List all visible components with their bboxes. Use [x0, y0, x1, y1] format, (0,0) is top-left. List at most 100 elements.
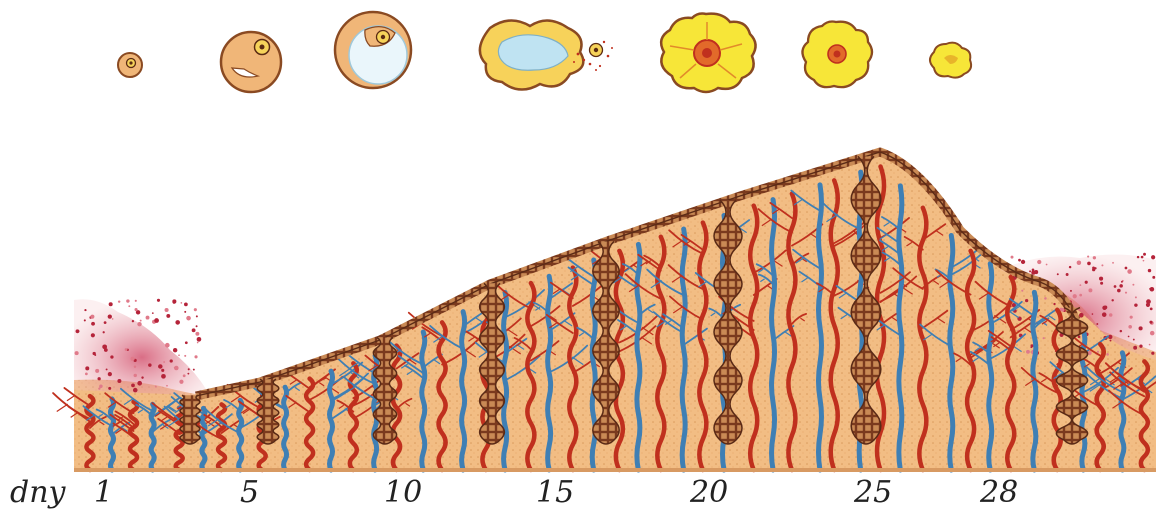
blood-dot	[1085, 281, 1088, 284]
blood-dot	[77, 330, 79, 332]
blood-dot	[184, 311, 186, 313]
blood-dot	[133, 388, 138, 393]
blood-dot	[104, 321, 107, 324]
blood-dot	[1021, 260, 1025, 264]
blood-dot	[1102, 312, 1107, 317]
blood-dot	[1135, 296, 1137, 298]
blood-dot	[85, 373, 88, 376]
blood-dot	[137, 381, 142, 386]
blood-dot	[1130, 316, 1133, 319]
day-tick-label: 5	[240, 478, 259, 508]
blood-dot	[102, 344, 107, 349]
blood-dot	[1079, 294, 1082, 297]
basal-layer	[74, 468, 1156, 472]
blood-dot	[1132, 284, 1134, 286]
blood-dot	[1119, 284, 1123, 288]
day-tick-label: 20	[690, 478, 728, 508]
day-tick-label: 10	[384, 478, 422, 508]
blood-dot	[166, 314, 170, 318]
blood-dot	[110, 355, 113, 358]
blood-dot	[1079, 284, 1081, 286]
blood-dot	[1021, 290, 1023, 292]
blood-dot	[1127, 269, 1132, 274]
blood-dot	[1073, 294, 1077, 298]
blood-dot	[197, 337, 202, 342]
blood-dot	[84, 319, 86, 321]
blood-dot	[1133, 346, 1137, 350]
blood-dot	[1037, 260, 1041, 264]
blood-dot	[178, 354, 180, 356]
blood-dot	[197, 342, 199, 344]
blood-dot	[1112, 262, 1114, 264]
primary-follicle-icon	[221, 32, 281, 92]
blood-dot	[1111, 299, 1113, 301]
blood-dot	[148, 363, 151, 366]
blood-dot	[84, 309, 86, 311]
menstrual-shedding-left	[74, 299, 210, 396]
blood-dot	[131, 384, 135, 388]
blood-dot	[165, 308, 169, 312]
blood-dot	[1117, 289, 1121, 293]
blood-dot	[99, 384, 102, 387]
blood-dot	[155, 385, 157, 387]
blood-dot	[195, 332, 199, 336]
blood-dot	[1125, 267, 1128, 270]
blood-dot	[106, 368, 108, 370]
blood-dot	[1146, 303, 1150, 307]
blood-dot	[165, 343, 170, 348]
blood-dot	[166, 385, 168, 387]
blood-dot	[95, 369, 99, 373]
blood-dot	[135, 308, 138, 311]
blood-dot	[1069, 266, 1071, 268]
blood-dot	[1026, 350, 1030, 354]
blood-dot	[1152, 276, 1155, 279]
blood-dot	[1046, 264, 1048, 266]
blood-dot	[1128, 336, 1130, 338]
blood-dot	[163, 361, 165, 363]
blood-dot	[1150, 308, 1153, 311]
blood-dot	[1139, 326, 1143, 330]
blood-dot	[103, 331, 105, 333]
blood-dot	[1053, 303, 1055, 305]
blood-dot	[1087, 256, 1089, 258]
blood-dot	[1114, 285, 1117, 288]
blood-dot	[187, 373, 189, 375]
blood-dot	[161, 374, 166, 379]
blood-dot	[161, 369, 164, 372]
blood-dot	[1109, 313, 1113, 317]
blood-dot	[141, 376, 143, 378]
blood-dot	[134, 374, 137, 377]
blood-dot	[1106, 353, 1109, 356]
blood-dot	[135, 300, 137, 302]
secondary-follicle-icon	[335, 12, 411, 88]
blood-dot	[132, 320, 134, 322]
blood-dot	[1139, 345, 1142, 348]
blood-dot	[1087, 262, 1091, 266]
blood-dot	[1078, 335, 1081, 338]
blood-dot	[126, 299, 129, 302]
blood-dot	[1151, 255, 1155, 259]
blood-dot	[154, 318, 159, 323]
blood-dot	[108, 314, 112, 318]
axis-unit-label: dny	[10, 478, 65, 508]
blood-dot	[1148, 269, 1151, 272]
uterine-gland	[180, 395, 200, 444]
blood-dot	[174, 367, 176, 369]
blood-dot	[1143, 253, 1146, 256]
blood-dot	[184, 302, 188, 306]
blood-dot	[1011, 256, 1014, 259]
blood-dot	[173, 348, 177, 352]
blood-dot	[1149, 288, 1151, 290]
blood-dot	[131, 357, 135, 361]
blood-dot	[1093, 256, 1096, 259]
blood-dot	[1044, 297, 1047, 300]
day-tick-label: 25	[854, 478, 892, 508]
uterine-gland	[257, 379, 279, 444]
blood-dot	[152, 312, 154, 314]
blood-dot	[1043, 337, 1045, 339]
blood-dot	[1079, 313, 1084, 318]
blood-dot	[1150, 331, 1155, 336]
blood-dot	[108, 387, 111, 390]
